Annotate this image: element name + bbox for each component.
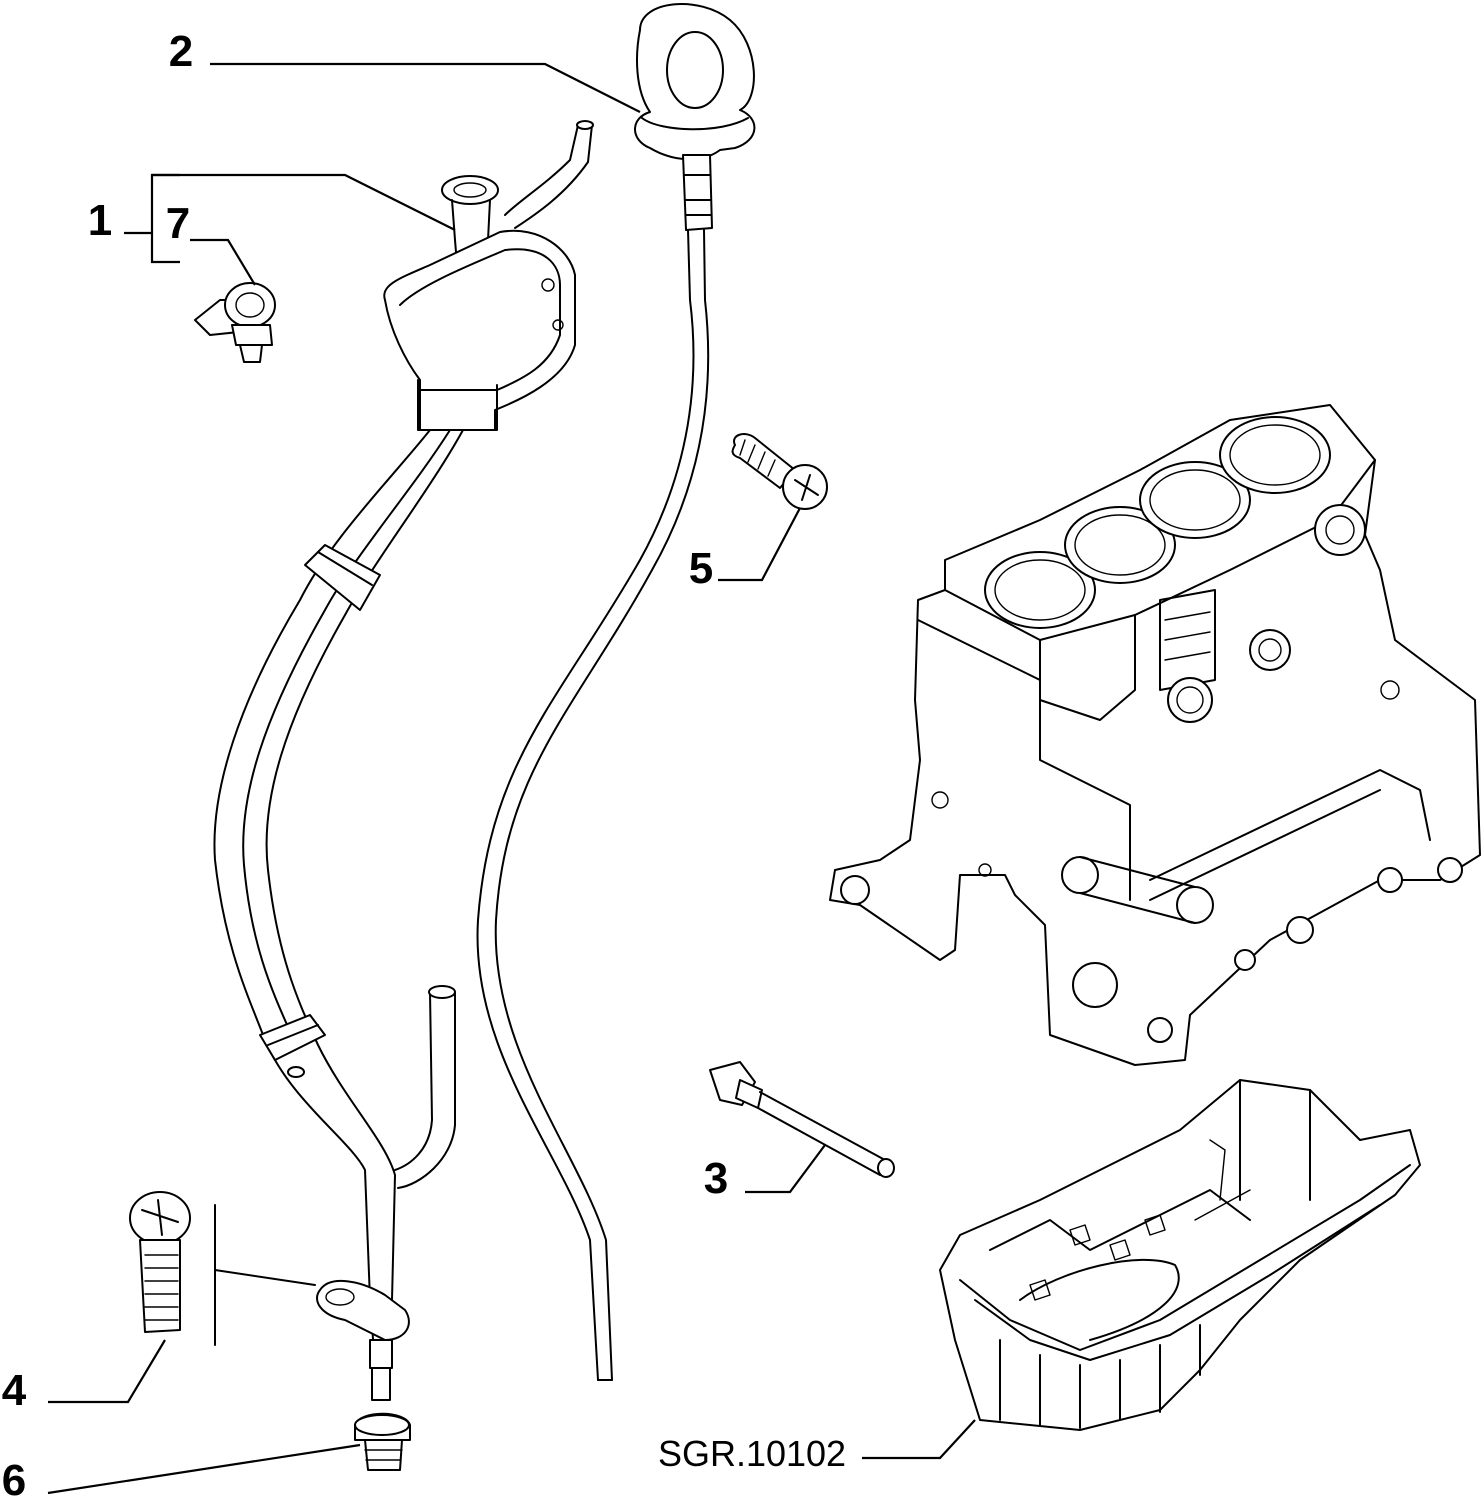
- clip-part: [194, 282, 276, 363]
- engine-block: [829, 404, 1481, 1066]
- bolt-5-part: [731, 433, 828, 510]
- leader-lines: [47, 62, 976, 1495]
- dipstick-guide-tube-part: [213, 120, 594, 1401]
- callout-3: 3: [704, 1154, 728, 1203]
- dipstick-part: [476, 3, 756, 1381]
- plug-part: [354, 1412, 411, 1471]
- bolt-4-part: [129, 1191, 316, 1346]
- callout-7: 7: [166, 199, 190, 248]
- callout-5: 5: [689, 544, 713, 593]
- callout-4: 4: [2, 1366, 27, 1415]
- oil-pan: [939, 1079, 1421, 1431]
- callout-1: 1: [88, 196, 112, 245]
- sensor-part: [709, 1061, 895, 1178]
- callout-6: 6: [2, 1456, 26, 1499]
- reference-code: SGR.10102: [658, 1433, 846, 1474]
- callout-2: 2: [169, 27, 193, 76]
